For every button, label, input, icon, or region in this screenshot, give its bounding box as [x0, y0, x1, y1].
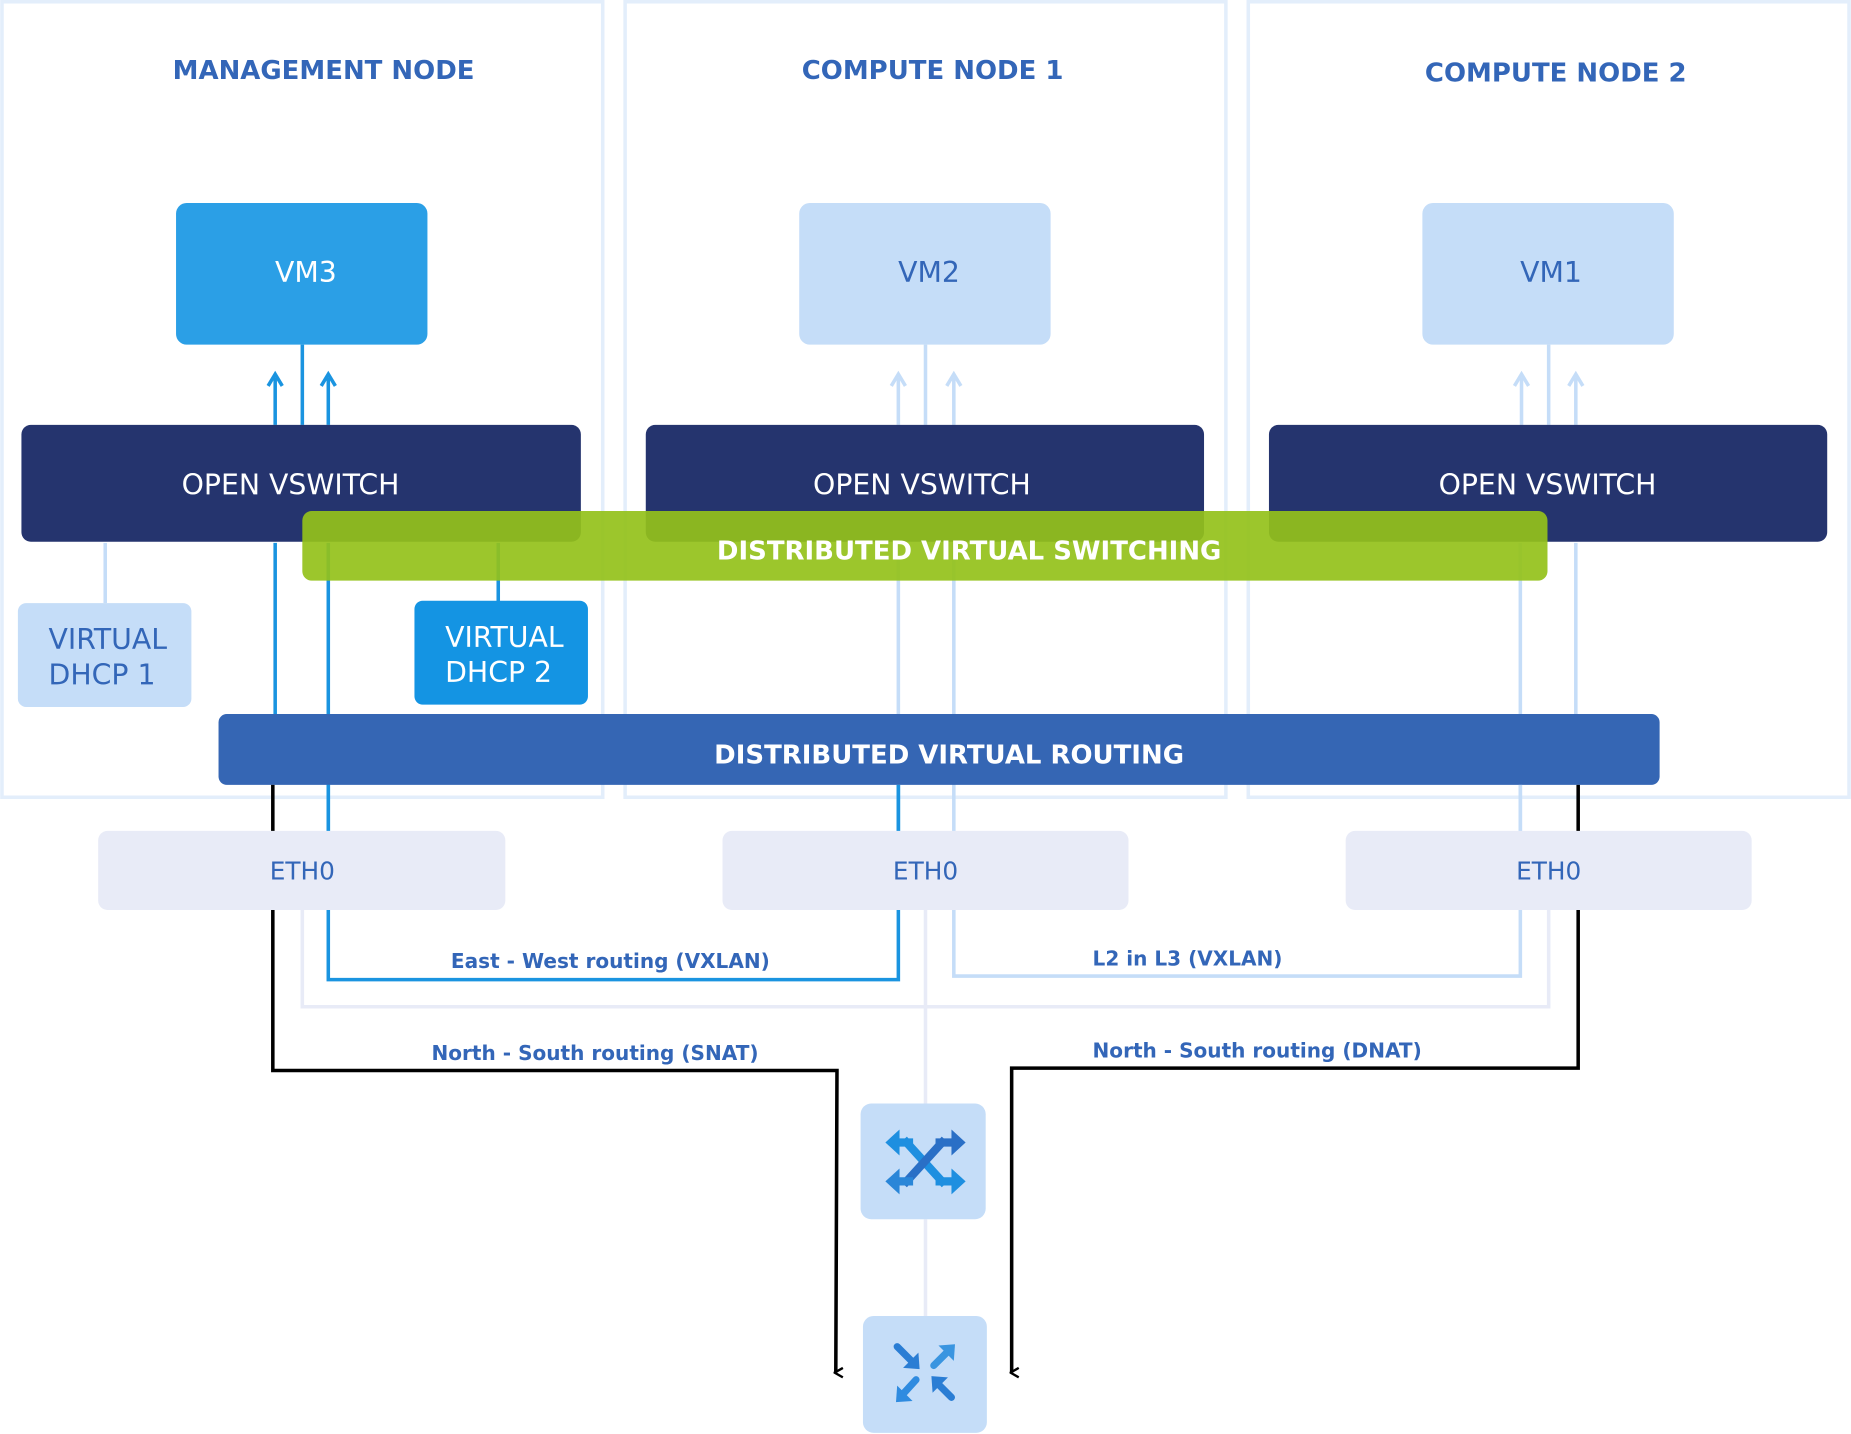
- vswitch-label: OPEN VSWITCH: [813, 469, 1031, 502]
- eth0-compute-2[interactable]: ETH0: [1345, 830, 1752, 910]
- dhcp-label-line2: DHCP 2: [445, 656, 552, 689]
- vswitch-label: OPEN VSWITCH: [182, 469, 400, 502]
- vm-label: VM3: [275, 256, 337, 289]
- virtual-dhcp-1[interactable]: VIRTUAL DHCP 1: [17, 603, 192, 707]
- router[interactable]: [862, 1315, 987, 1433]
- dhcp-label-line1: VIRTUAL: [445, 621, 564, 654]
- distributed-virtual-routing-bar[interactable]: DISTRIBUTED VIRTUAL ROUTING: [218, 714, 1660, 785]
- switching-bar-label: DISTRIBUTED VIRTUAL SWITCHING: [717, 536, 1221, 566]
- route-label-snat: North - South routing (SNAT): [432, 1041, 759, 1065]
- route-label-east-west: East - West routing (VXLAN): [451, 949, 770, 973]
- eth-label: ETH0: [1516, 856, 1581, 885]
- switch-icon: [885, 1129, 966, 1195]
- node-title-management: MANAGEMENT NODE: [173, 56, 475, 86]
- virtual-dhcp-2[interactable]: VIRTUAL DHCP 2: [414, 600, 588, 705]
- physical-switch[interactable]: [860, 1103, 986, 1220]
- route-label-l2-in-l3: L2 in L3 (VXLAN): [1093, 946, 1283, 970]
- eth-label: ETH0: [270, 856, 335, 885]
- eth0-management[interactable]: ETH0: [98, 830, 506, 910]
- dnat-path: [1012, 784, 1580, 1373]
- node-container-compute-2: [1246, 0, 1851, 800]
- distributed-virtual-switching-bar[interactable]: DISTRIBUTED VIRTUAL SWITCHING: [302, 511, 1548, 581]
- vm-box-vm2[interactable]: VM2: [799, 203, 1051, 345]
- node-title-compute-2: COMPUTE NODE 2: [1425, 58, 1687, 88]
- eth0-compute-1[interactable]: ETH0: [722, 830, 1129, 910]
- router-icon: [893, 1343, 956, 1403]
- dhcp-label-line1: VIRTUAL: [49, 623, 168, 656]
- vm-label: VM1: [1520, 256, 1582, 289]
- routing-bar-label: DISTRIBUTED VIRTUAL ROUTING: [714, 741, 1184, 771]
- node-title-compute-1: COMPUTE NODE 1: [802, 56, 1064, 86]
- east-west-uplink: [326, 784, 901, 833]
- node-container-compute-1: [623, 0, 1228, 800]
- backbone-lines: [300, 908, 1551, 1316]
- vswitch-label: OPEN VSWITCH: [1439, 469, 1657, 502]
- vm-label: VM2: [898, 256, 960, 289]
- node-container-management: [0, 0, 605, 800]
- route-label-dnat: North - South routing (DNAT): [1093, 1039, 1422, 1063]
- vm-box-vm3[interactable]: VM3: [176, 203, 428, 345]
- vm-box-vm1[interactable]: VM1: [1422, 203, 1674, 345]
- snat-path: [271, 784, 837, 1373]
- eth-label: ETH0: [893, 856, 958, 885]
- dhcp-label-line2: DHCP 1: [49, 659, 156, 692]
